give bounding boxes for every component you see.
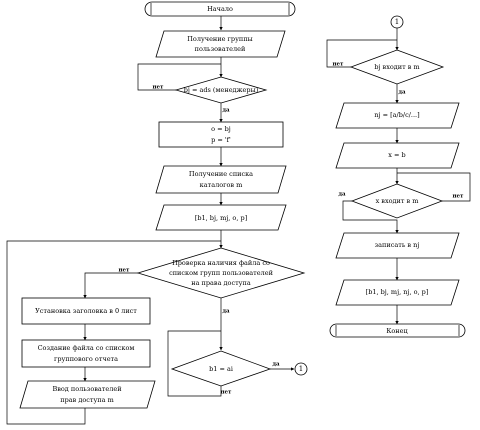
write-label: записать в nj [375, 241, 420, 249]
start-label: Начало [207, 5, 233, 13]
get-group-label: Получение группы [187, 35, 253, 43]
node-write: записать в nj [335, 232, 460, 259]
label-yes-check-loop: да [222, 108, 230, 114]
set-header-label: Установка заголовка в 0 лист [35, 307, 137, 315]
label-yes-loop-m: да [398, 90, 406, 96]
node-nj: nj = [a/b/c/...] [335, 102, 460, 129]
node-enter-users: Ввод пользователей прав доступа m [19, 380, 156, 409]
assign-label-1: o = bj [211, 125, 231, 133]
label-yes-compare: да [272, 362, 280, 368]
node-end: Конец [329, 323, 466, 338]
get-list-label-2: каталогов m [200, 181, 243, 189]
check-file-label-2: списком групп пользователей [169, 269, 273, 277]
compare-label: b1 = ai [209, 365, 233, 373]
node-x-check: x входит в m [350, 183, 444, 219]
connector-in: 1 [390, 15, 404, 29]
node-x-assign: x = b [335, 142, 460, 169]
flow-lines [6, 16, 471, 425]
enter-users-label: Ввод пользователей [52, 385, 121, 393]
node-output-2: [b1, bj, mj, nj, o, p] [335, 279, 460, 306]
node-set-header: Установка заголовка в 0 лист [21, 297, 151, 325]
x-check-label: x входит в m [376, 197, 419, 205]
check-file-label: Проверка наличия файла со [172, 259, 270, 267]
create-file-label-2: группового отчета [54, 355, 118, 363]
label-no-compare: нет [221, 390, 233, 396]
label-no-check-loop: нет [153, 85, 165, 91]
node-check-file: Проверка наличия файла со списком групп … [136, 247, 306, 299]
enter-users-label-2: прав доступа m [60, 396, 114, 404]
output-1-label: [b1, bj, mj, o, p] [195, 214, 247, 222]
check-file-label-3: на права доступа [191, 279, 251, 287]
node-check-loop: bj = ads (менеджеры) [174, 76, 268, 104]
node-assign: o = bj p = 'f' [158, 121, 284, 148]
connector-out: 1 [294, 362, 308, 376]
end-label: Конец [386, 327, 407, 335]
node-compare: b1 = ai [170, 350, 272, 387]
connector-in-label: 1 [395, 18, 399, 26]
connector-out-label: 1 [299, 365, 303, 373]
node-get-group: Получение группы пользователей [155, 30, 286, 58]
branch-labels: нет да нет да да нет нет да да нет [119, 62, 465, 396]
node-output-1: [b1, bj, mj, o, p] [155, 204, 287, 231]
label-yes-check-file: да [222, 309, 230, 315]
label-no-x-check: нет [453, 194, 465, 200]
get-list-label: Получение списка [189, 170, 253, 178]
label-no-loop-m: нет [333, 62, 345, 68]
create-file-label: Создание файла со списком [38, 344, 135, 352]
label-no-check-file: нет [119, 268, 131, 274]
get-group-label-2: пользователей [195, 45, 246, 53]
label-yes-x-check: да [338, 192, 346, 198]
assign-label-2: p = 'f' [211, 136, 231, 144]
loop-m-label: bj входит в m [374, 63, 419, 71]
node-loop-m: bj входит в m [349, 49, 445, 85]
output-2-label: [b1, bj, mj, nj, o, p] [366, 288, 429, 296]
check-loop-label: bj = ads (менеджеры) [184, 86, 259, 94]
nj-label: nj = [a/b/c/...] [374, 111, 419, 119]
node-get-list: Получение списка каталогов m [155, 165, 287, 194]
node-create-file: Создание файла со списком группового отч… [21, 339, 151, 368]
node-start: Начало [144, 1, 296, 17]
x-assign-label: x = b [388, 151, 405, 159]
